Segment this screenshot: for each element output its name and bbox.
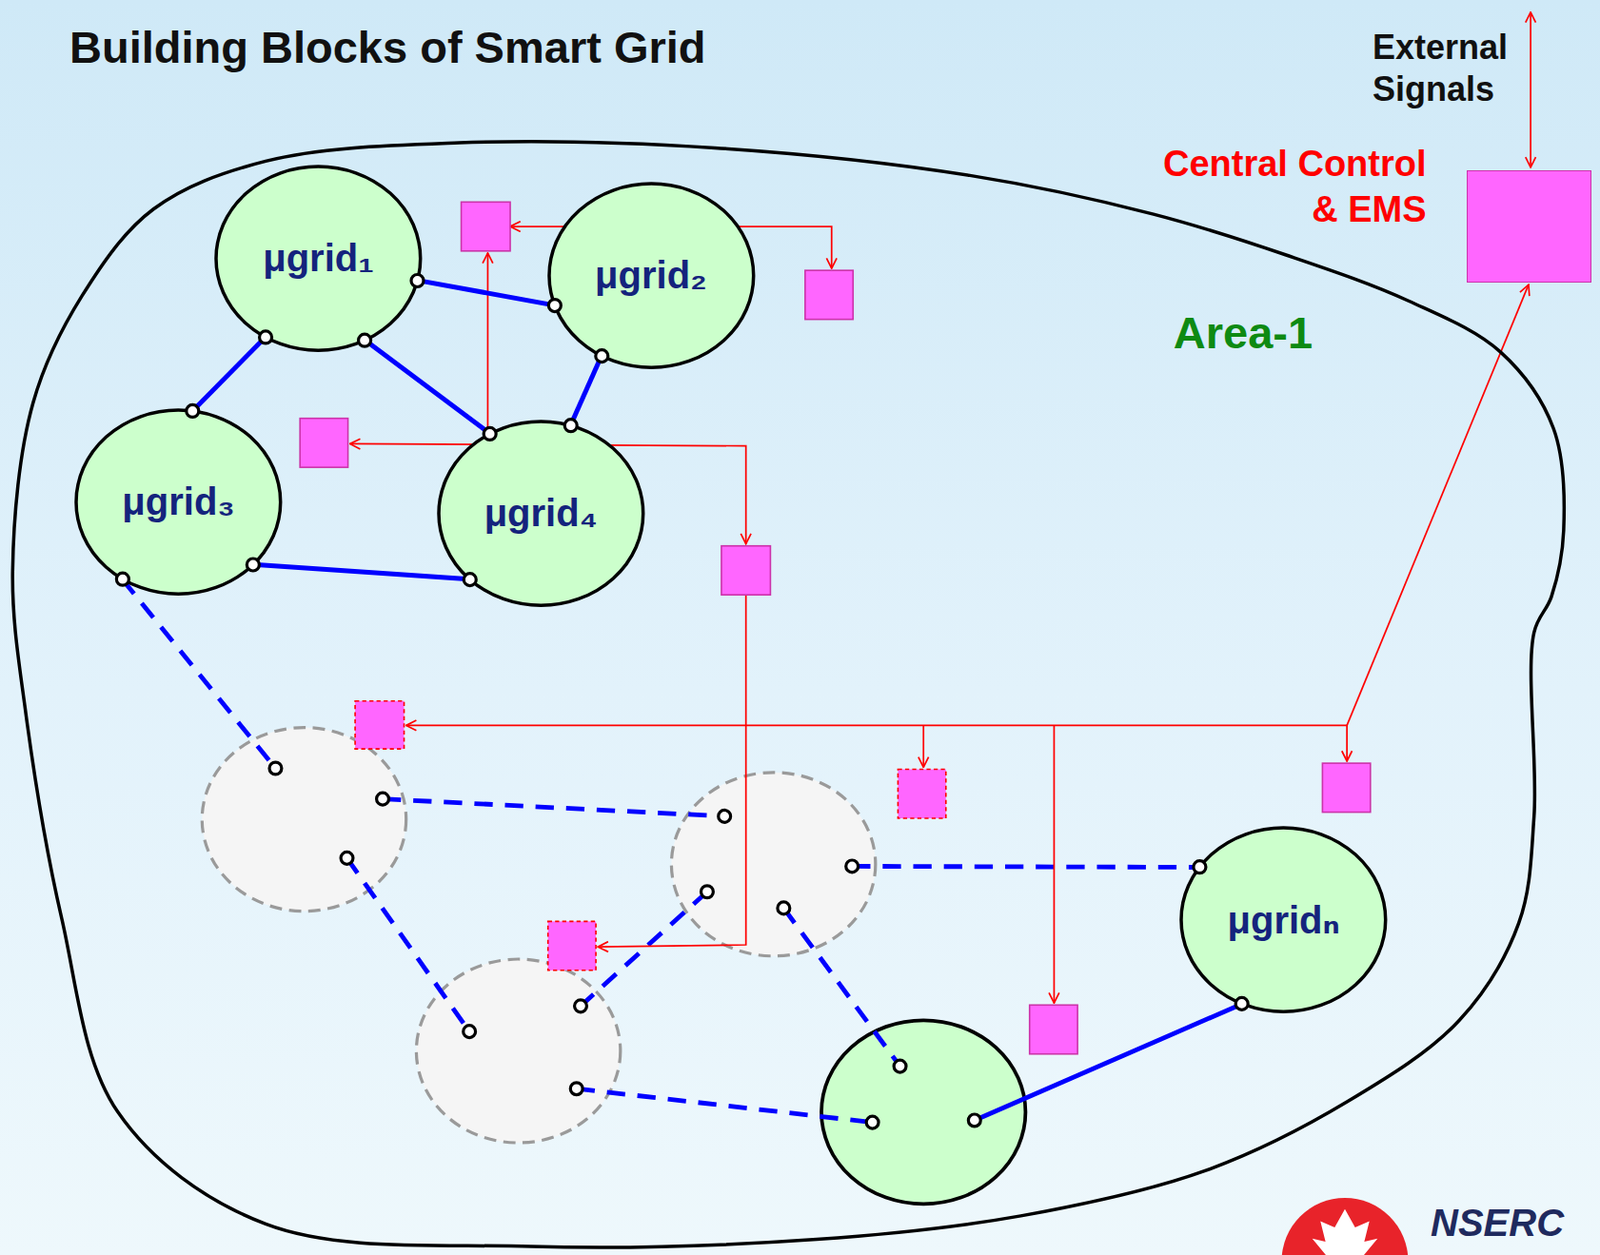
tie-line (417, 280, 555, 306)
inactive-microgrid (201, 728, 406, 912)
tie-line (364, 339, 490, 434)
terminal (570, 1083, 583, 1096)
inactive-microgrid (415, 959, 620, 1144)
terminal (594, 349, 608, 362)
control-box: Central Control & EMS (1466, 170, 1593, 283)
controller-box (548, 921, 596, 970)
terminal (1193, 861, 1206, 874)
tie-line (253, 564, 471, 579)
terminal (866, 1116, 879, 1129)
controller-box (1322, 763, 1370, 812)
terminal (259, 331, 273, 344)
microgrid-circle: μgrid₃ (74, 408, 283, 596)
tie-line (571, 355, 602, 426)
terminal (1235, 998, 1248, 1011)
microgrid-label: μgrid₄ (484, 490, 598, 536)
terminal (247, 558, 260, 572)
controller-box (721, 546, 771, 595)
tie-line (783, 908, 900, 1067)
tie-line (974, 1004, 1243, 1121)
terminal (269, 762, 282, 775)
control-signal (922, 725, 925, 768)
control-signal (406, 725, 1347, 762)
area-label: Area-1 (1173, 306, 1313, 360)
control-signal (597, 594, 746, 948)
signal-label: External Signals (1372, 26, 1525, 111)
logo-circle (1282, 1198, 1409, 1255)
terminal (846, 860, 859, 873)
terminal (463, 1026, 476, 1039)
tie-line (122, 579, 277, 769)
terminal (574, 1000, 588, 1013)
microgrid-label: μgrid₁ (262, 235, 375, 281)
microgrid-label: μgrid₂ (594, 252, 708, 298)
control-label: Central Control & EMS (1143, 141, 1427, 233)
terminal (777, 902, 791, 915)
terminal (340, 851, 354, 865)
terminal (411, 274, 424, 287)
tie-line (193, 336, 267, 412)
tie-line (347, 858, 471, 1032)
microgrid-ellipse (216, 166, 421, 351)
controller-box (897, 770, 946, 819)
microgrid-label: μgrid₃ (121, 478, 236, 525)
tie-line (576, 1088, 873, 1123)
area-region: Area-1 μgrid₁ μgrid₂ μgrid₃ μgrid₄ μgridₙ (8, 127, 1572, 1255)
microgrid-circle: μgrid₄ (436, 419, 646, 608)
diagram-title: Building Blocks of Smart Grid (69, 20, 707, 75)
tie-line (580, 891, 708, 1007)
terminal (117, 572, 130, 586)
tie-line (382, 799, 725, 817)
terminal (376, 792, 390, 806)
microgrid-circle: μgridₙ (1179, 826, 1388, 1014)
terminal (483, 427, 496, 440)
terminal (186, 404, 199, 417)
microgrid-circle: μgrid₁ (214, 164, 423, 353)
controller-box (461, 201, 511, 251)
tie-line (851, 866, 1201, 868)
controller-box (299, 418, 348, 468)
terminal (358, 334, 372, 347)
terminal (893, 1060, 907, 1073)
controller-box (1029, 1005, 1078, 1054)
control-signal (1346, 284, 1529, 726)
controller-box (355, 701, 404, 750)
terminal (564, 418, 577, 432)
microgrid-label: μgridₙ (1227, 897, 1341, 944)
maple-leaf (1312, 1209, 1379, 1255)
external-signal-arrow (1529, 12, 1532, 168)
logo-text: NSERC (1430, 1201, 1564, 1245)
microgrid-ellipse (76, 410, 281, 594)
terminal (967, 1114, 981, 1127)
area-outline (12, 141, 1564, 1248)
inactive-microgrid (671, 772, 875, 957)
terminal (701, 886, 714, 899)
microgrid-ellipse (549, 183, 754, 368)
microgrid-circle: μgrid₂ (547, 181, 756, 370)
terminal (463, 572, 476, 586)
terminal (718, 809, 731, 823)
control-signal (487, 253, 490, 447)
control-signal (1053, 725, 1056, 1004)
microgrid-ellipse (438, 421, 644, 606)
controller-box (805, 270, 853, 319)
microgrid-ellipse (1181, 828, 1386, 1012)
terminal (548, 298, 561, 312)
